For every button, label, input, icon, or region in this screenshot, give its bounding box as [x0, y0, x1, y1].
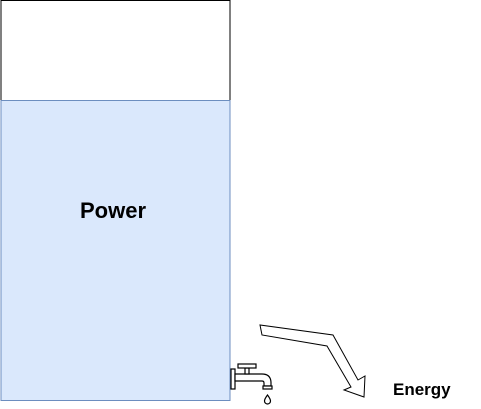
- liquid-fill: [0, 100, 231, 401]
- flow-arrow: [259, 324, 366, 398]
- energy-label: Energy: [393, 380, 451, 399]
- faucet-icon: [230, 363, 273, 405]
- tank-label: Power: [80, 198, 146, 223]
